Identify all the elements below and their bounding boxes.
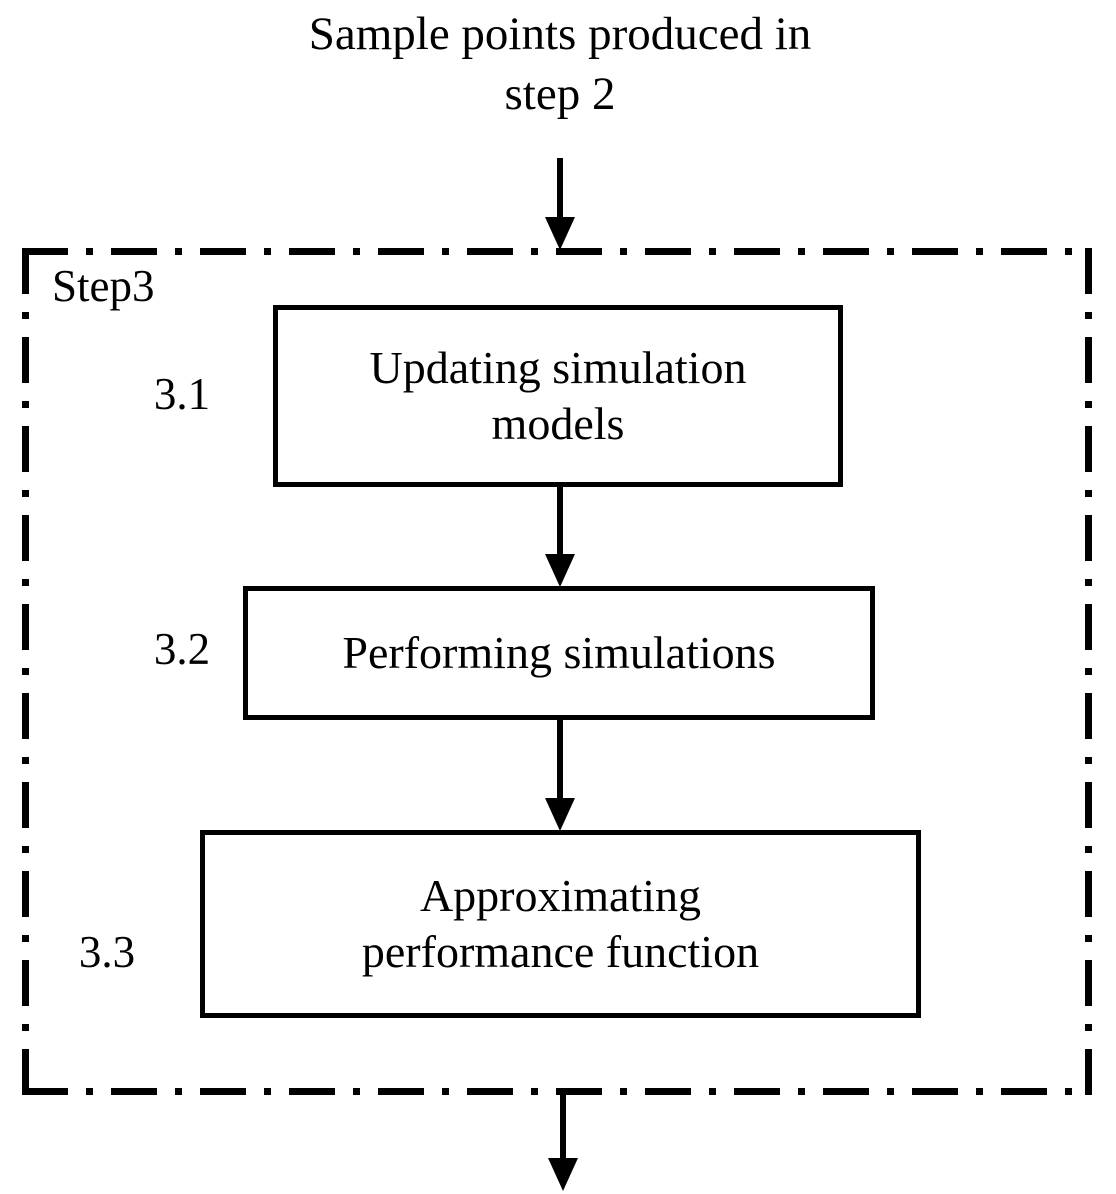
- process-box-3-2[interactable]: Performing simulations: [243, 586, 875, 720]
- entry-arrow: [545, 158, 575, 250]
- container-border-left: [22, 248, 29, 1095]
- arrow-3-1-to-3-2-shaft: [557, 487, 563, 555]
- substep-number-3-1: 3.1: [153, 369, 211, 419]
- entry-arrow-head: [545, 217, 575, 250]
- arrow-3-1-to-3-2: [545, 487, 575, 587]
- process-box-3-1[interactable]: Updating simulation models: [273, 305, 843, 487]
- container-border-right: [1085, 248, 1092, 1095]
- process-box-3-1-label: Updating simulation models: [369, 341, 747, 449]
- process-box-3-3[interactable]: Approximating performance function: [200, 830, 921, 1018]
- exit-arrow-shaft: [560, 1095, 566, 1159]
- container-border-top: [22, 248, 1092, 255]
- process-box-3-3-label: Approximating performance function: [361, 869, 760, 977]
- exit-arrow: [548, 1095, 578, 1191]
- process-box-3-2-label: Performing simulations: [342, 626, 776, 678]
- substep-number-3-3: 3.3: [78, 927, 136, 977]
- step3-label: Step3: [52, 261, 155, 311]
- exit-arrow-head: [548, 1158, 578, 1191]
- step3-container: [22, 248, 1092, 1095]
- arrow-3-1-to-3-2-head: [545, 554, 575, 587]
- entry-arrow-shaft: [557, 158, 563, 218]
- container-border-bottom: [22, 1088, 1092, 1095]
- arrow-3-2-to-3-3: [545, 720, 575, 831]
- substep-number-3-2: 3.2: [153, 624, 211, 674]
- arrow-3-2-to-3-3-shaft: [557, 720, 563, 799]
- arrow-3-2-to-3-3-head: [545, 798, 575, 831]
- page-title: Sample points produced in step 2: [308, 8, 812, 121]
